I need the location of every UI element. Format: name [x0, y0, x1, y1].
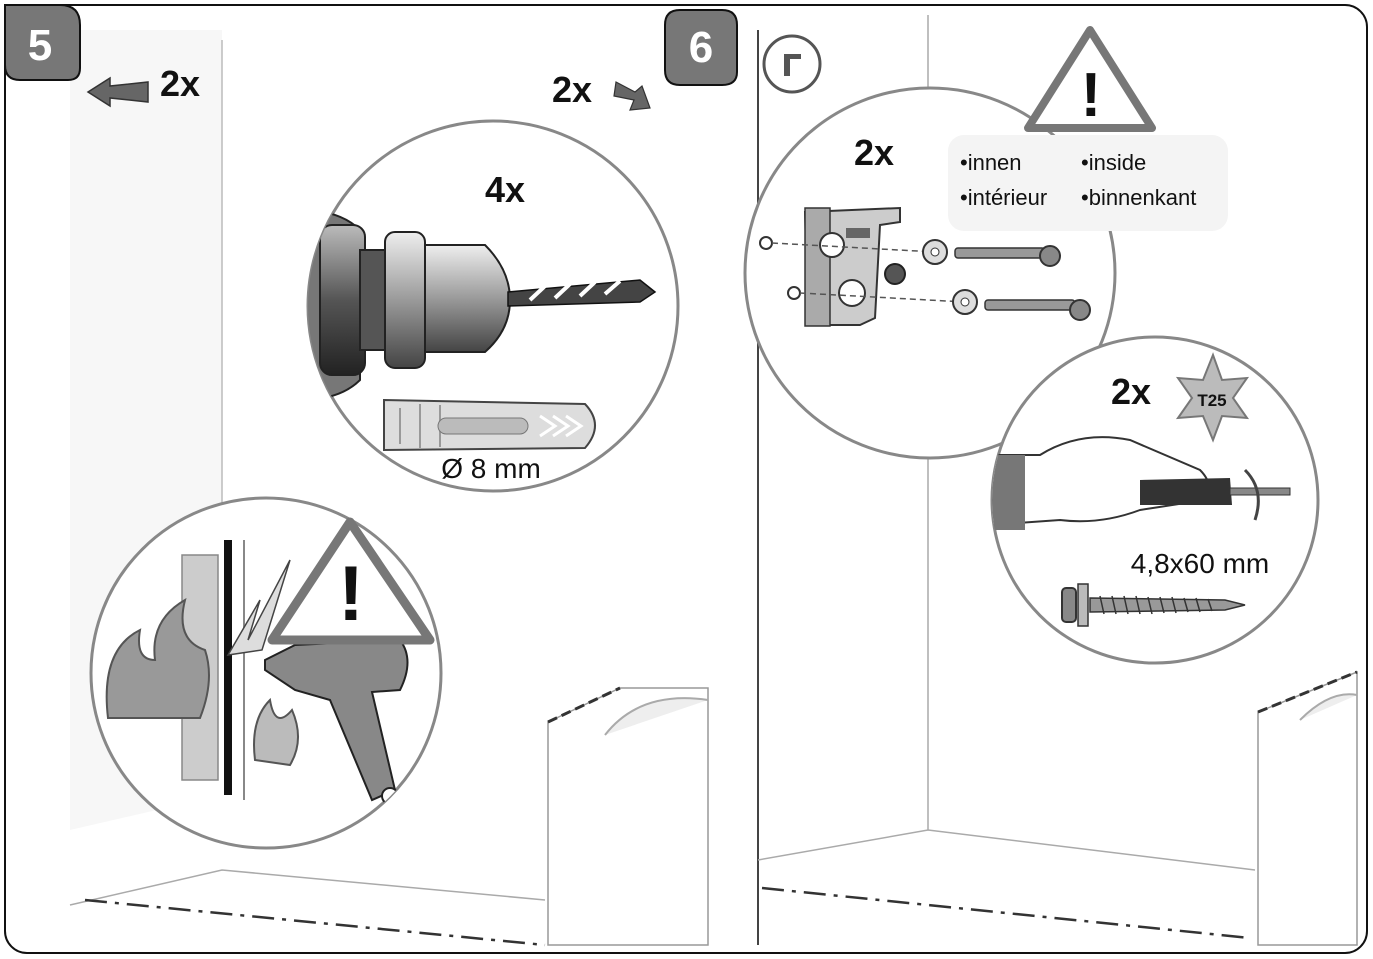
step-6-badge: 6	[664, 9, 738, 86]
step-6-number: 6	[689, 23, 713, 72]
note-fr: •intérieur	[960, 185, 1047, 210]
arrow-right-icon	[613, 81, 651, 111]
arrow-left-icon	[86, 76, 149, 108]
drill-detail-circle: 4x Ø 8 mm	[306, 119, 680, 493]
bracket-count: 2x	[854, 132, 894, 173]
note-nl: •binnenkant	[1081, 185, 1196, 210]
orientation-notes: ! •innen •inside •intérieur •binnenkant	[948, 26, 1228, 231]
arrow-left-count: 2x	[160, 63, 200, 104]
step-5-number: 5	[28, 21, 52, 70]
orientation-icon	[762, 34, 822, 94]
warning-triangle-icon: !	[267, 517, 435, 645]
drill-count: 4x	[485, 169, 525, 210]
warning-triangle-icon: !	[1024, 26, 1156, 132]
note-en: •inside	[1081, 150, 1146, 175]
step-5-badge: 5	[4, 4, 81, 81]
note-de: •innen	[960, 150, 1022, 175]
screw-size: 4,8x60 mm	[1131, 548, 1270, 579]
dowel-diameter: Ø 8 mm	[441, 453, 541, 484]
cable-warning-circle: !	[89, 496, 443, 850]
notes-warning-symbol: !	[1081, 61, 1102, 130]
arrow-right-count: 2x	[552, 69, 592, 110]
screw-detail-circle: 2x T25 4,8x60 mm	[990, 335, 1320, 665]
torx-bit-icon: T25	[1175, 352, 1250, 443]
screw-count: 2x	[1111, 371, 1151, 412]
warning-symbol: !	[338, 549, 364, 637]
torx-bit-label: T25	[1197, 391, 1226, 410]
